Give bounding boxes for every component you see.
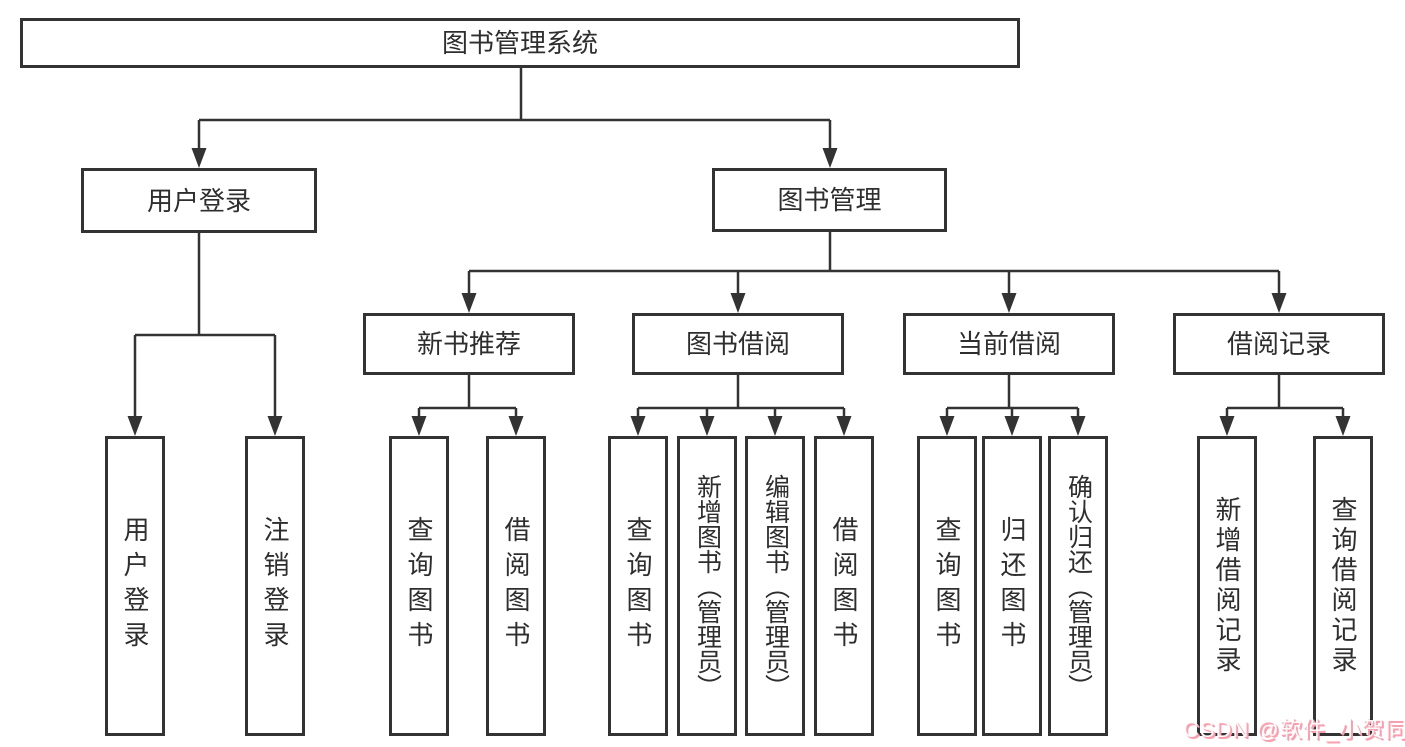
node-user-login-label: 用户登录 [146,185,251,216]
leaf-query-books-2-label: 查询图书 [623,516,653,656]
leaf-return-book: 归还图书 [982,436,1042,736]
leaf-user-login-label: 用户登录 [120,516,150,656]
leaf-edit-book-admin-label: 编辑图书（管理员） [761,473,790,699]
node-book-management: 图书管理 [712,168,947,232]
node-book-borrow: 图书借阅 [632,313,844,375]
leaf-logout-label: 注销登录 [260,516,290,656]
leaf-logout: 注销登录 [245,436,305,736]
leaf-confirm-return-admin-label: 确认归还（管理员） [1064,473,1093,699]
leaf-return-book-label: 归还图书 [997,516,1027,656]
leaf-query-borrow-record: 查询借阅记录 [1313,436,1373,736]
leaf-query-books-3-label: 查询图书 [932,516,962,656]
leaf-add-borrow-record-label: 新增借阅记录 [1212,496,1242,676]
node-book-borrow-label: 图书借阅 [685,329,790,359]
leaf-query-books-3: 查询图书 [917,436,977,736]
node-current-borrow: 当前借阅 [903,313,1115,375]
leaf-add-book-admin-label: 新增图书（管理员） [693,473,722,699]
node-root: 图书管理系统 [20,18,1020,68]
node-current-borrow-label: 当前借阅 [956,329,1061,359]
leaf-query-books-1-label: 查询图书 [404,516,434,656]
node-borrow-records-label: 借阅记录 [1226,329,1331,359]
node-book-management-label: 图书管理 [777,185,882,215]
node-user-login: 用户登录 [81,168,317,233]
leaf-query-borrow-record-label: 查询借阅记录 [1328,496,1358,676]
leaf-confirm-return-admin: 确认归还（管理员） [1048,436,1108,736]
leaf-borrow-books-1-label: 借阅图书 [501,516,531,656]
node-borrow-records: 借阅记录 [1173,313,1385,375]
node-root-label: 图书管理系统 [441,28,598,58]
leaf-borrow-books-2-label: 借阅图书 [829,516,859,656]
leaf-borrow-books-1: 借阅图书 [486,436,546,736]
leaf-query-books-2: 查询图书 [608,436,668,736]
leaf-borrow-books-2: 借阅图书 [814,436,874,736]
watermark: CSDN @软件_小贺同学 [1183,717,1405,742]
node-new-book-recommend-label: 新书推荐 [416,329,521,359]
leaf-edit-book-admin: 编辑图书（管理员） [745,436,805,736]
leaf-query-books-1: 查询图书 [389,436,449,736]
leaf-add-borrow-record: 新增借阅记录 [1197,436,1257,736]
leaf-add-book-admin: 新增图书（管理员） [677,436,737,736]
leaf-user-login: 用户登录 [105,436,165,736]
node-new-book-recommend: 新书推荐 [363,313,575,375]
